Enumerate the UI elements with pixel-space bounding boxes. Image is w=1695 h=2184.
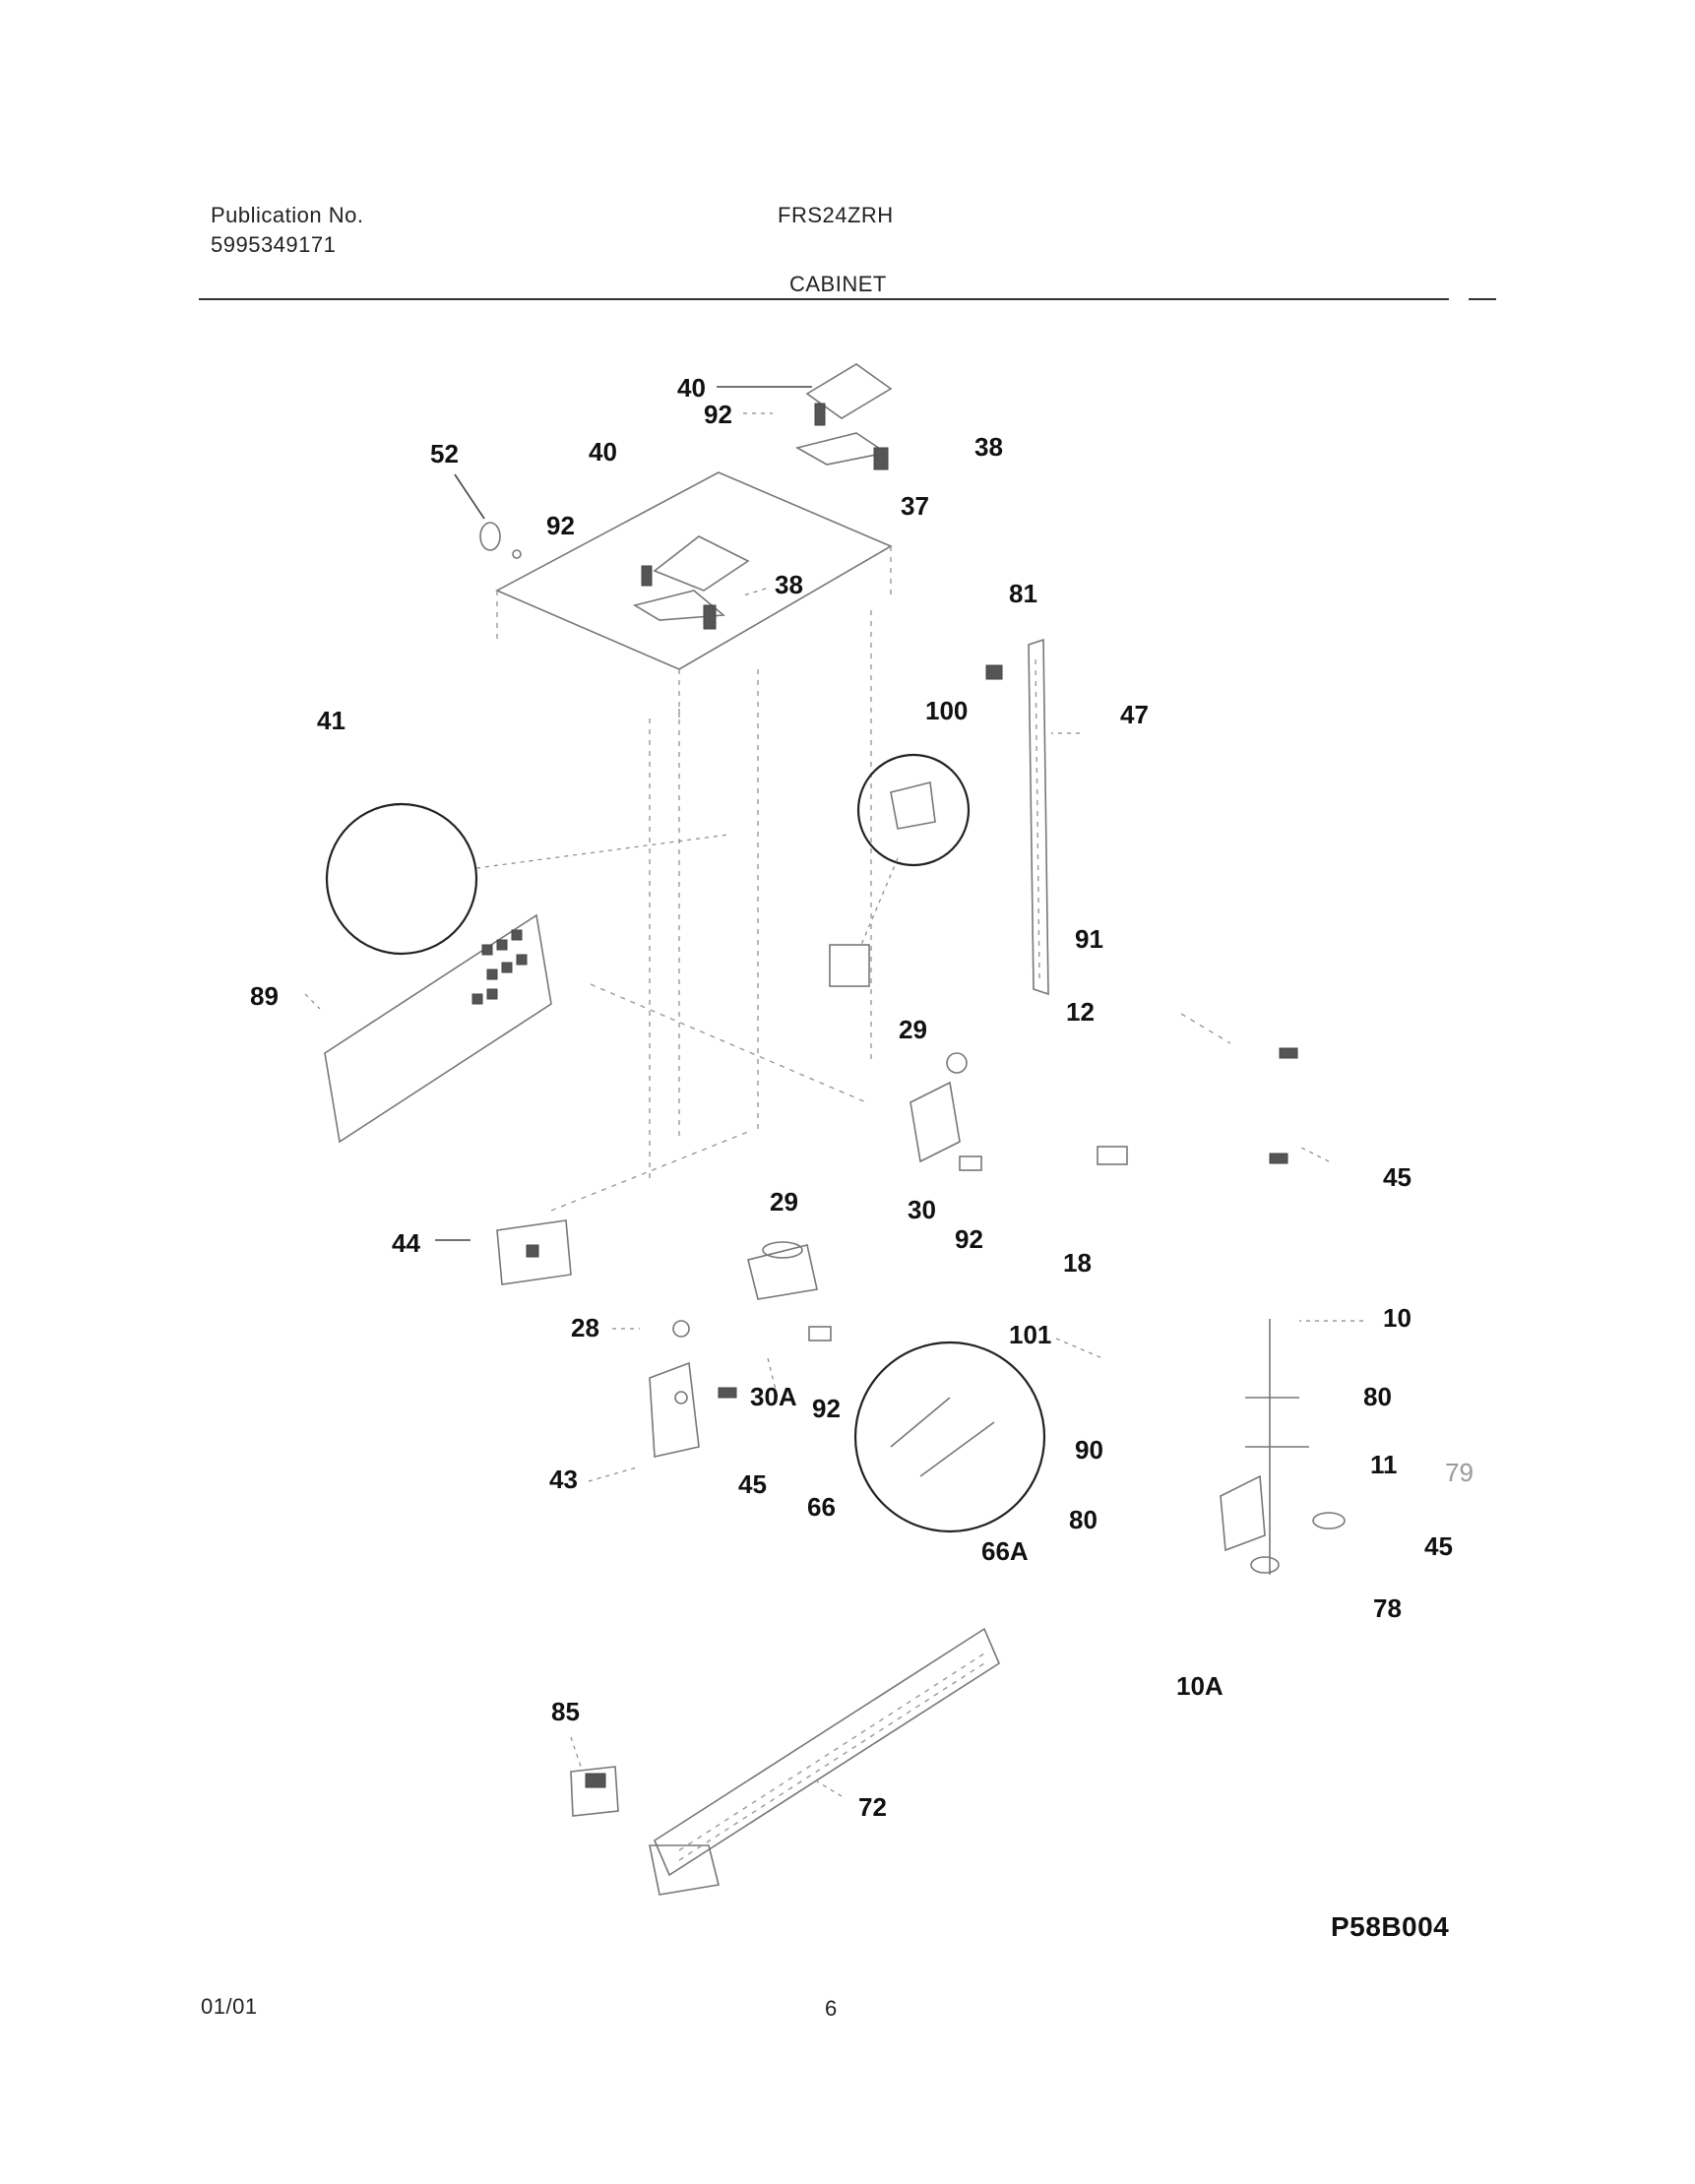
callout-89: 89	[250, 981, 279, 1011]
callout-43: 43	[549, 1465, 578, 1494]
callout-92: 92	[704, 400, 732, 429]
lower-hinge-assembly	[910, 1052, 982, 1171]
callout-40: 40	[677, 373, 706, 403]
detail-circle-bottom	[853, 1341, 1046, 1533]
callout-41: 41	[317, 706, 345, 735]
callout-80: 80	[1363, 1382, 1392, 1411]
screw-92	[512, 549, 522, 559]
callout-11: 11	[1370, 1450, 1398, 1479]
bracket-44	[496, 1219, 572, 1285]
screw-81	[985, 664, 1003, 680]
callout-38: 38	[775, 570, 803, 599]
callout-90: 90	[1075, 1435, 1103, 1465]
callout-80: 80	[1069, 1505, 1098, 1534]
page-number: 6	[825, 1996, 838, 2021]
bracket-29	[829, 944, 870, 987]
callout-45: 45	[738, 1469, 767, 1499]
lower-hinge-43	[649, 1320, 737, 1458]
door-stop-springs	[890, 1397, 995, 1477]
lower-hinge-top	[632, 535, 750, 630]
callout-47: 47	[1120, 700, 1149, 729]
callout-78: 78	[1373, 1593, 1402, 1623]
header-rule-tail	[1469, 298, 1496, 300]
callout-91: 91	[1075, 924, 1103, 954]
callout-29: 29	[770, 1187, 798, 1217]
callout-10A: 10A	[1176, 1671, 1224, 1701]
detail-circle-center	[856, 753, 971, 867]
callout-79: 79	[1445, 1458, 1474, 1487]
right-hardware	[1097, 1013, 1346, 1575]
publication-number: 5995349171	[211, 232, 337, 257]
callout-30A: 30A	[750, 1382, 797, 1411]
callout-10: 10	[1383, 1303, 1412, 1333]
footer-date: 01/01	[201, 1994, 258, 2019]
model-number: FRS24ZRH	[778, 203, 894, 227]
section-title: CABINET	[789, 272, 887, 296]
callout-66: 66	[807, 1492, 836, 1522]
callout-45: 45	[1383, 1162, 1412, 1192]
callout-52: 52	[430, 439, 459, 468]
control-panel	[324, 913, 552, 1144]
callout-18: 18	[1063, 1248, 1092, 1278]
callout-92: 92	[546, 511, 575, 540]
callout-92: 92	[955, 1224, 983, 1254]
toe-grille	[649, 1627, 1001, 1896]
callout-101: 101	[1009, 1320, 1051, 1349]
callout-72: 72	[858, 1792, 887, 1822]
cabinet-body	[495, 471, 893, 1212]
upper-hinge-top	[794, 363, 893, 470]
leader-lines	[304, 386, 1363, 1797]
callout-40: 40	[589, 437, 617, 467]
callout-30: 30	[908, 1195, 936, 1224]
plug-52	[479, 522, 501, 551]
clip-85	[570, 1766, 619, 1817]
side-rail	[1028, 638, 1049, 996]
callout-81: 81	[1009, 579, 1037, 608]
callout-29: 29	[899, 1015, 927, 1044]
part-callouts: 40 92 52 40 38 37 92 38 81 41 100 47 91 …	[250, 373, 1474, 1822]
callout-92: 92	[812, 1394, 841, 1423]
callout-12: 12	[1066, 997, 1095, 1027]
publication-label: Publication No.	[211, 203, 364, 227]
leveling-leg	[747, 1241, 832, 1342]
header-rule	[199, 298, 1449, 300]
callout-45: 45	[1424, 1531, 1453, 1561]
figure-code: P58B004	[1331, 1911, 1450, 1942]
callout-28: 28	[571, 1313, 599, 1342]
callout-66A: 66A	[981, 1536, 1029, 1566]
callout-85: 85	[551, 1697, 580, 1726]
callout-38: 38	[974, 432, 1003, 462]
callout-44: 44	[392, 1228, 420, 1258]
detail-circle-left	[325, 802, 478, 956]
callout-100: 100	[925, 696, 968, 725]
callout-37: 37	[901, 491, 929, 521]
